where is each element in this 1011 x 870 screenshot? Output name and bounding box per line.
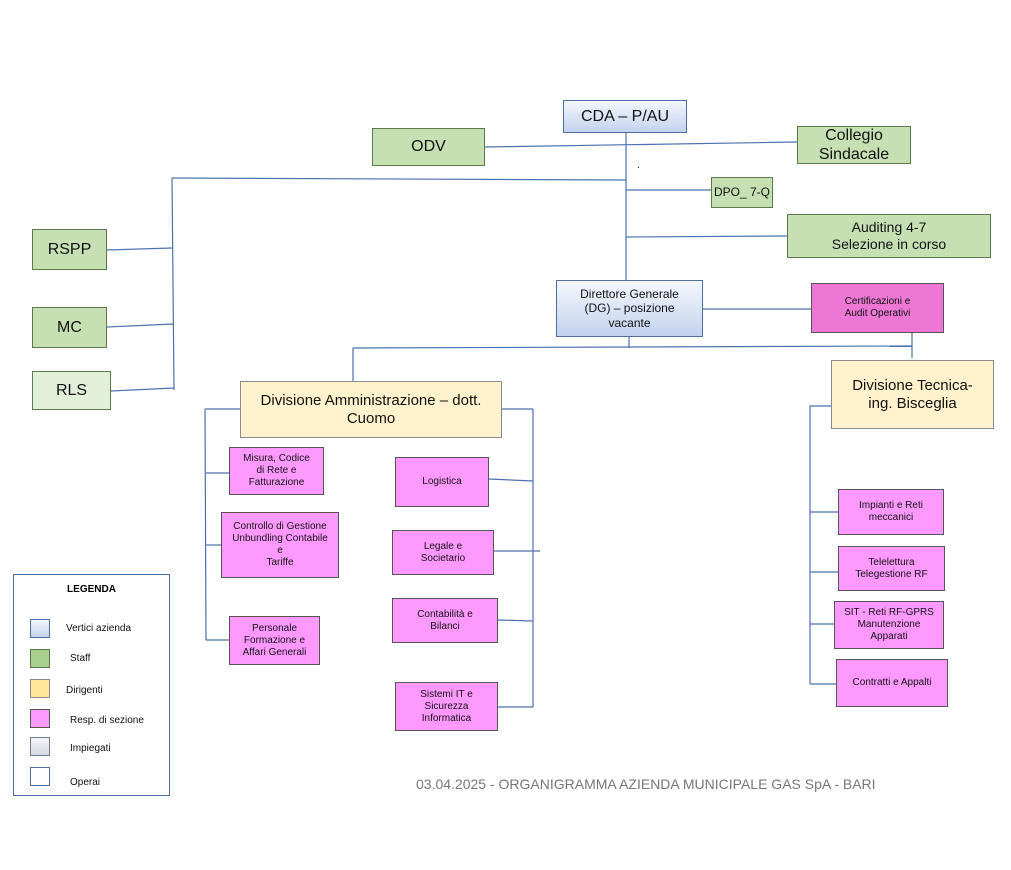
- connector: [204, 408, 207, 641]
- connector: [110, 387, 175, 392]
- legend: LEGENDA Vertici azienda Staff Dirigenti …: [13, 574, 170, 796]
- cda-box: CDA – P/AU: [563, 100, 687, 133]
- connector: [171, 177, 627, 181]
- logistica-box: Logistica: [395, 457, 489, 507]
- connector: [106, 323, 174, 328]
- odv-box: ODV: [372, 128, 485, 166]
- legend-swatch-operai: [30, 767, 50, 786]
- rspp-box: RSPP: [32, 229, 107, 270]
- connector: [106, 247, 173, 251]
- sistemi-it-box: Sistemi IT e Sicurezza Informatica: [395, 682, 498, 731]
- sit-box: SIT - Reti RF-GPRS Manutenzione Apparati: [834, 601, 944, 649]
- legend-swatch-vertici: [30, 619, 50, 638]
- legend-label: Impiegati: [70, 743, 111, 754]
- controllo-gestione-box: Controllo di Gestione Unbundling Contabi…: [221, 512, 339, 578]
- auditing-box: Auditing 4-7 Selezione in corso: [787, 214, 991, 258]
- collegio-sindacale-box: Collegio Sindacale: [797, 126, 911, 164]
- impianti-box: Impianti e Reti meccanici: [838, 489, 944, 535]
- dpo-box: DPO_ 7-Q: [711, 177, 773, 208]
- misura-box: Misura, Codice di Rete e Fatturazione: [229, 447, 324, 495]
- divisione-amministrazione-box: Divisione Amministrazione – dott. Cuomo: [240, 381, 502, 438]
- connector: [497, 619, 534, 622]
- legend-swatch-sezione: [30, 709, 50, 728]
- divisione-tecnica-box: Divisione Tecnica- ing. Bisceglia: [831, 360, 994, 429]
- legend-swatch-staff: [30, 649, 50, 668]
- connector: [352, 345, 913, 349]
- legend-label: Staff: [70, 653, 91, 664]
- contabilita-box: Contabilità e Bilanci: [392, 598, 498, 643]
- connector: [625, 235, 788, 238]
- telelettura-box: Telelettura Telegestione RF: [838, 546, 945, 591]
- legend-label: Dirigenti: [66, 685, 103, 696]
- legend-swatch-impiegati: [30, 737, 50, 756]
- certificazioni-box: Certificazioni e Audit Operativi: [811, 283, 944, 333]
- connector: [171, 177, 175, 391]
- footer-caption: 03.04.2025 - ORGANIGRAMMA AZIENDA MUNICI…: [416, 776, 876, 792]
- personale-box: Personale Formazione e Affari Generali: [229, 616, 320, 665]
- mc-box: MC: [32, 307, 107, 348]
- direttore-generale-box: Direttore Generale (DG) – posizione vaca…: [556, 280, 703, 337]
- legend-title: LEGENDA: [67, 584, 116, 595]
- contratti-box: Contratti e Appalti: [836, 659, 948, 707]
- legend-label: Operai: [70, 777, 101, 788]
- legend-swatch-dirigenti: [30, 679, 50, 698]
- connector: [488, 478, 534, 482]
- rls-box: RLS: [32, 371, 111, 410]
- connector: [484, 141, 798, 148]
- legend-label: Resp. di sezione: [70, 715, 144, 726]
- legend-label: Vertici azienda: [66, 623, 132, 634]
- legale-box: Legale e Societario: [392, 530, 494, 575]
- dot-mark: .: [637, 160, 640, 171]
